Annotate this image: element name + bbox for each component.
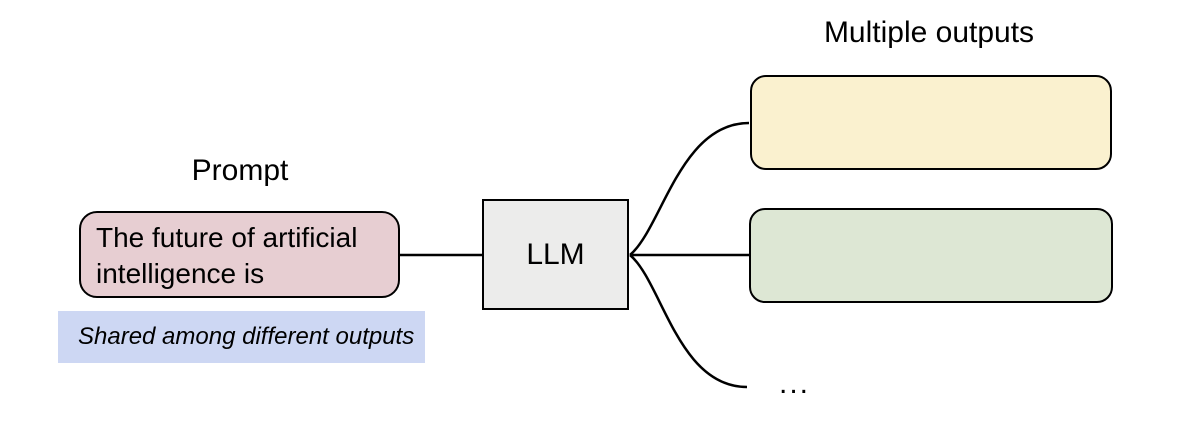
llm-box: LLM bbox=[482, 199, 629, 310]
connector-llm-to-ellipsis bbox=[629, 254, 748, 389]
prompt-label: Prompt bbox=[191, 154, 289, 187]
prompt-box-text: The future of artificial intelligence is bbox=[96, 222, 358, 289]
output-box-1 bbox=[750, 75, 1112, 170]
output-box-2 bbox=[749, 208, 1113, 303]
shared-note: Shared among different outputs bbox=[58, 311, 425, 363]
outputs-label: Multiple outputs bbox=[823, 16, 1035, 49]
more-outputs-ellipsis: ... bbox=[779, 367, 811, 400]
connector-llm-to-output-1 bbox=[629, 121, 750, 256]
prompt-box: The future of artificial intelligence is bbox=[79, 211, 400, 298]
llm-box-label: LLM bbox=[526, 237, 585, 271]
shared-note-text: Shared among different outputs bbox=[78, 323, 415, 350]
